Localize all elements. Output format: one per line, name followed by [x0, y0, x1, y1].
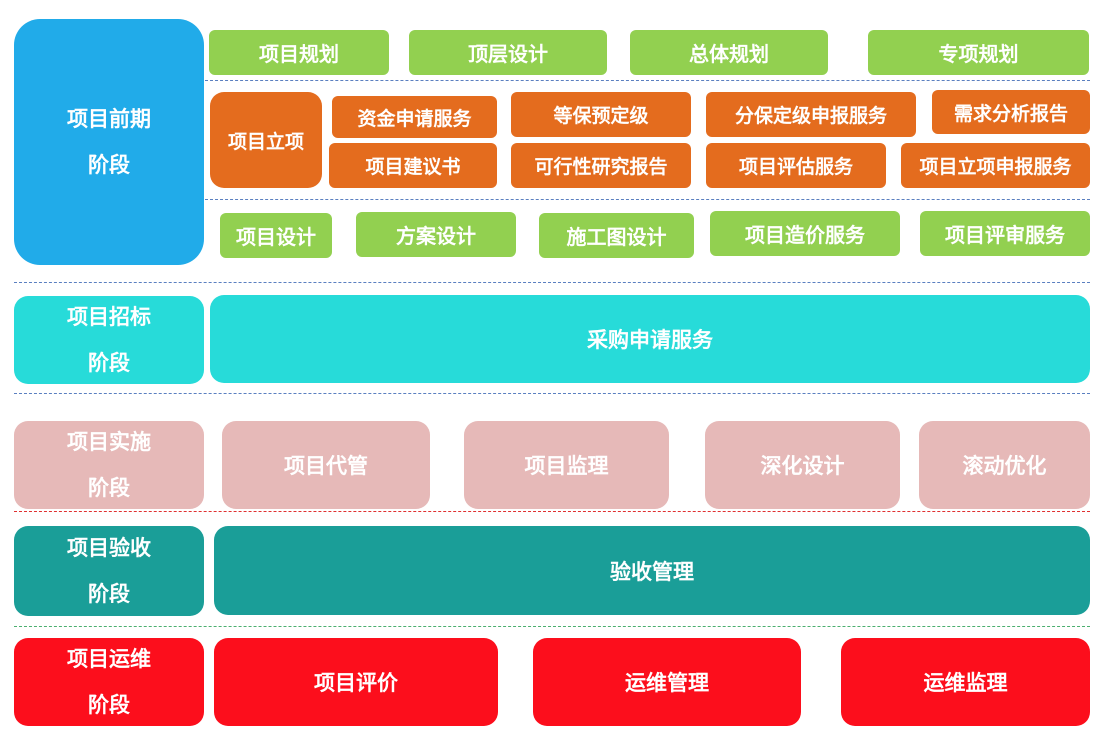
- divider-line: [14, 282, 1090, 283]
- stage-bidding: 项目招标 阶段: [14, 296, 204, 384]
- item-requirements-report: 需求分析报告: [932, 90, 1090, 134]
- item-project-evaluation: 项目评估服务: [706, 143, 886, 188]
- stage-implementation-line1: 项目实施: [67, 430, 151, 454]
- stage-acceptance-line1: 项目验收: [67, 536, 151, 560]
- item-acceptance-management: 验收管理: [214, 526, 1090, 615]
- item-special-planning: 专项规划: [868, 30, 1089, 75]
- stage-bidding-line1: 项目招标: [67, 305, 151, 329]
- stage-early-line2: 阶段: [88, 153, 130, 177]
- item-project-assessment: 项目评价: [214, 638, 498, 726]
- item-review-service: 项目评审服务: [920, 211, 1090, 256]
- item-top-level-design: 顶层设计: [409, 30, 607, 75]
- item-initiation-declaration: 项目立项申报服务: [901, 143, 1090, 188]
- item-project-proposal: 项目建议书: [329, 143, 497, 188]
- stage-implementation-line2: 阶段: [88, 476, 130, 500]
- item-construction-drawing: 施工图设计: [539, 213, 694, 258]
- item-overall-planning: 总体规划: [630, 30, 828, 75]
- item-fund-application: 资金申请服务: [332, 96, 497, 138]
- stage-bidding-line2: 阶段: [88, 351, 130, 375]
- divider-line: [14, 393, 1090, 394]
- divider-line: [205, 199, 1090, 200]
- item-project-supervision: 项目监理: [464, 421, 669, 509]
- item-security-grading: 等保预定级: [511, 92, 691, 137]
- stage-operations-line2: 阶段: [88, 693, 130, 717]
- item-rolling-optimization: 滚动优化: [919, 421, 1090, 509]
- stage-acceptance-line2: 阶段: [88, 582, 130, 606]
- item-project-initiation: 项目立项: [210, 92, 322, 188]
- item-cost-service: 项目造价服务: [710, 211, 900, 256]
- item-procurement-service: 采购申请服务: [210, 295, 1090, 383]
- stage-acceptance: 项目验收 阶段: [14, 526, 204, 616]
- divider-line: [14, 626, 1090, 627]
- item-feasibility-report: 可行性研究报告: [511, 143, 691, 188]
- divider-line: [14, 511, 1090, 512]
- item-scheme-design: 方案设计: [356, 212, 516, 257]
- item-detailed-design: 深化设计: [705, 421, 900, 509]
- item-classified-grading: 分保定级申报服务: [706, 92, 916, 137]
- item-project-planning: 项目规划: [209, 30, 389, 75]
- stage-implementation: 项目实施 阶段: [14, 421, 204, 509]
- stage-early-line1: 项目前期: [67, 107, 151, 131]
- item-operations-supervision: 运维监理: [841, 638, 1090, 726]
- stage-operations-line1: 项目运维: [67, 647, 151, 671]
- stage-early: 项目前期 阶段: [14, 19, 204, 265]
- item-operations-management: 运维管理: [533, 638, 801, 726]
- divider-line: [205, 80, 1090, 81]
- item-project-design: 项目设计: [220, 213, 332, 258]
- stage-operations: 项目运维 阶段: [14, 638, 204, 726]
- item-project-agency: 项目代管: [222, 421, 430, 509]
